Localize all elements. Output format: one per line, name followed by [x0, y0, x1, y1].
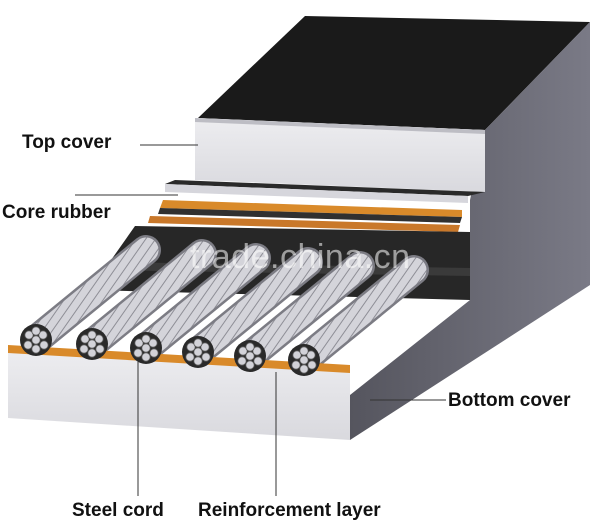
belt-right-side	[350, 22, 590, 440]
steel-cord-strands-5	[237, 253, 373, 369]
steel-cords-group	[21, 235, 429, 375]
bottom-cover-label: Bottom cover	[448, 390, 571, 411]
cord-ends-group	[20, 324, 320, 376]
top-cover-layer	[195, 118, 485, 192]
cord-end-6	[288, 344, 320, 376]
cord-end-4	[182, 336, 214, 368]
top-cover-edge	[195, 118, 485, 134]
cord-end-2	[76, 328, 108, 360]
core-reinforcement-upper	[160, 200, 462, 217]
cord-end-1	[20, 324, 52, 356]
belt-top-surface	[198, 16, 590, 130]
steel-cord-strands-6	[291, 257, 427, 373]
reinforcement-layer-label: Reinforcement layer	[198, 500, 381, 521]
cord-end-3	[130, 332, 162, 364]
core-reinforcement-lower	[148, 216, 460, 232]
core-rubber-label: Core rubber	[2, 202, 111, 223]
steel-cord-strands-2	[79, 241, 215, 357]
cord-end-5	[234, 340, 266, 372]
core-rubber-layer	[165, 184, 468, 203]
watermark-text: trade.china.cn	[190, 238, 411, 276]
core-rubber-top	[165, 180, 485, 196]
bottom-cover-layer	[8, 350, 350, 440]
steel-cord-label: Steel cord	[72, 500, 164, 521]
steel-cord-strands-1	[23, 237, 159, 353]
steel-cord-strands-4	[185, 249, 321, 365]
steel-cord-strands-3	[133, 245, 269, 361]
top-cover-label: Top cover	[22, 132, 112, 153]
core-gap	[158, 208, 462, 223]
